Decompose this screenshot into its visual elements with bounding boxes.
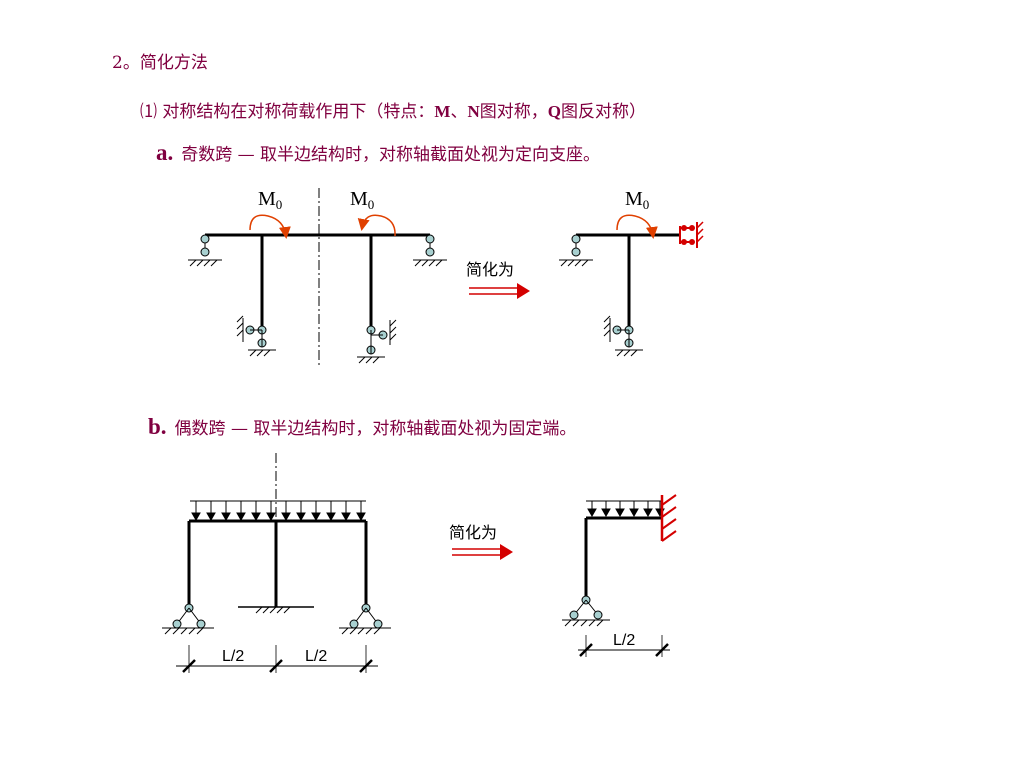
full-frame-a: M0 M0 — [188, 188, 447, 364]
dimension-label-left: L/2 — [222, 648, 244, 665]
right-moment-label: M0 — [350, 188, 374, 212]
left-moment-arrow — [249, 214, 291, 239]
dimension-line-b — [176, 645, 378, 673]
item-1-sep: 、 — [450, 102, 468, 122]
half-moment-arrow — [616, 214, 658, 239]
half-dimension-line-b — [578, 635, 670, 657]
half-structure-b: L/2 — [562, 494, 677, 657]
half-column-base — [603, 315, 643, 357]
left-moment-label: M0 — [258, 188, 282, 212]
left-pin-support-b — [162, 603, 214, 635]
middle-fixed-base — [238, 606, 314, 614]
item-1-m: M — [434, 102, 451, 121]
section-heading: 2。简化方法 — [112, 53, 208, 73]
simplify-label-b: 简化为 — [449, 523, 497, 542]
distributed-load-b — [190, 500, 366, 522]
left-column-base — [236, 315, 276, 357]
item-1-text-c: 图反对称） — [560, 102, 646, 122]
simplify-arrow-b — [452, 544, 513, 560]
item-1-text-a: 对称结构在对称荷载作用下（特点： — [157, 102, 435, 122]
half-distributed-load-b — [586, 500, 665, 518]
right-column-base — [357, 319, 397, 364]
diagram-odd-span: M0 M0 简化为 — [188, 188, 704, 365]
right-pin-support-b — [339, 603, 391, 635]
case-b-text: 偶数跨 — 取半边结构时，对称轴截面处视为固定端。 — [174, 419, 577, 439]
half-pin-support-b — [562, 595, 610, 627]
full-frame-b: L/2 L/2 — [162, 500, 391, 673]
case-b-statement: b. 偶数跨 — 取半边结构时，对称轴截面处视为固定端。 — [148, 414, 576, 440]
item-1-statement: ⑴ 对称结构在对称荷载作用下（特点：M、N图对称，Q图反对称） — [140, 97, 646, 122]
right-roller-support — [413, 234, 447, 267]
dimension-label-right: L/2 — [305, 648, 327, 665]
half-structure-a: M0 — [559, 188, 704, 357]
case-a-statement: a. 奇数跨 — 取半边结构时，对称轴截面处视为定向支座。 — [156, 140, 600, 166]
item-1-number: ⑴ — [140, 102, 157, 121]
half-dimension-label: L/2 — [613, 632, 635, 649]
simplify-label-a: 简化为 — [466, 260, 514, 279]
diagram-even-span: L/2 L/2 简化为 — [162, 453, 677, 673]
right-moment-arrow — [357, 214, 396, 237]
fixed-end-support — [660, 494, 677, 542]
simplify-arrow-a — [469, 283, 530, 299]
left-roller-support — [188, 234, 222, 267]
item-1-text-b: 图对称， — [479, 102, 548, 122]
case-a-text: 奇数跨 — 取半边结构时，对称轴截面处视为定向支座。 — [181, 145, 601, 165]
case-a-marker: a. — [156, 140, 174, 165]
half-left-roller — [559, 234, 593, 267]
item-1-q: Q — [547, 102, 561, 121]
directional-support — [679, 221, 704, 248]
case-b-marker: b. — [148, 414, 167, 439]
item-1-n: N — [467, 102, 480, 121]
half-moment-label: M0 — [625, 188, 649, 212]
